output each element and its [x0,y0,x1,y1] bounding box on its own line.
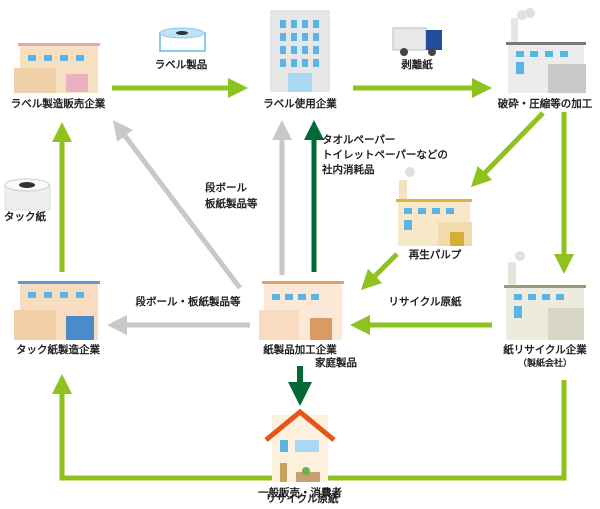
consumables-label-1: タオルペーパー [322,134,395,146]
arrow-to-recycled-pulp [471,111,545,188]
consumer-label: 一般販売・消費者 [258,486,342,499]
arrow-pulp-to-processor [360,252,399,291]
house-icon [264,408,336,482]
paper-processor-label: 紙製品加工企業 [263,343,337,356]
tack-paper-label: タック紙 [4,210,46,223]
label-roll-icon [159,27,206,52]
paper-recycler-factory-icon [504,251,586,340]
tack-roll-icon [4,178,51,211]
recycled-base-paper-label: リサイクル原紙 [389,295,462,308]
household-products-label: 家庭製品 [315,356,357,369]
paper-processor-factory-icon [259,281,344,340]
tack-maker-label: タック紙製造企業 [16,343,100,356]
paper-recycler-sub-label: （製紙会社） [518,357,572,369]
arrow-cardboard-diagonal [112,120,242,290]
label-user-label: ラベル使用企業 [263,97,337,110]
cardboard-diag-label-1: 段ボール [205,181,247,194]
recycled-pulp-label: 再生パルプ [409,248,462,261]
release-paper-label: 剥離紙 [401,58,433,71]
paper-recycler-label: 紙リサイクル企業 [503,343,587,356]
label-products-label: ラベル製品 [155,58,208,71]
tack-paper-factory-icon [14,281,100,340]
truck-icon [392,27,442,56]
recycled-base-paper-bottom-label: リサイクル原紙 [266,492,339,505]
pulp-factory-icon [396,167,472,246]
consumables-label-2: トイレットペーパーなどの [322,148,448,161]
cardboard-left-label: 段ボール・板紙製品等 [136,295,241,308]
crushing-label: 破砕・圧縮等の加工 [498,97,593,110]
crushing-factory-icon [506,8,586,93]
label-maker-label: ラベル製造販売企業 [11,97,106,110]
arrows [52,78,574,481]
office-building-icon [270,10,330,92]
cardboard-diag-label-2: 板紙製品等 [205,197,258,210]
label-maker-factory-icon [14,43,100,93]
consumables-label-3: 社内消耗品 [321,163,375,176]
